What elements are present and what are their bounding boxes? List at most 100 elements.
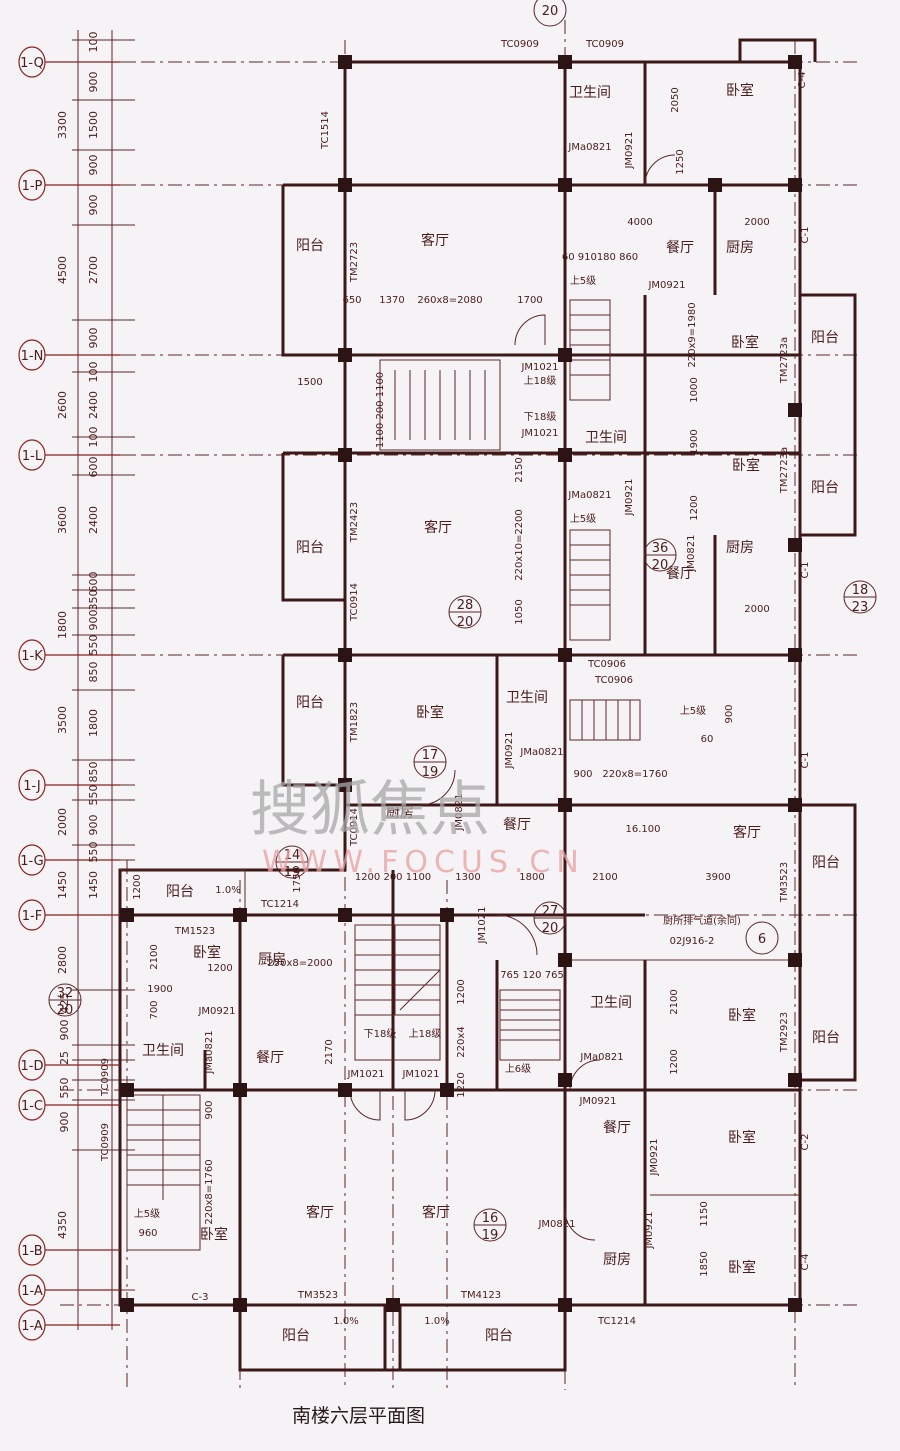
annotation-label: 厨所排气道(余同) [663,914,741,927]
axis-bubble: 1-A [18,1309,120,1341]
axis-bubble: 1-B [18,1234,120,1266]
room-label: 卧室 [200,1226,228,1243]
column [440,908,454,922]
annotation-label: JM0921 [644,1211,655,1249]
inner-dimension: 600 [87,572,100,593]
room-label: 客厅 [422,1204,450,1221]
inner-dimension: 900 [87,328,100,349]
annotation-label: JM1021 [520,428,558,439]
annotation-label: C-3 [192,1292,209,1303]
annotation-label: TC0909 [100,1058,111,1097]
annotation-label: 下18级 [364,1028,397,1040]
annotation-label: JM0921 [504,731,515,769]
annotation-label: 1700 [517,295,542,306]
annotation-label: JM0921 [197,1006,235,1017]
axis-label: 1-F [22,909,42,924]
room-label: 卧室 [728,1129,756,1146]
column [558,448,572,462]
inner-dimension: 100 [87,427,100,448]
column [788,1073,802,1087]
inner-dimension: 2700 [87,256,100,284]
annotation-label: 1.0% [424,1316,449,1327]
annotation-label: JM0821 [454,793,465,831]
axis-label: 1-C [21,1099,43,1114]
annotation-label: 02J916-2 [670,936,715,947]
room-label: 餐厅 [666,566,694,582]
room-label: 阳台 [166,884,194,900]
axis-label: 1-J [23,779,41,794]
outer-dimension: 4350 [56,1211,69,1239]
annotation-label: 650 [342,295,361,306]
annotation-label: 上18级 [524,375,557,387]
axis-bubble: 1-Q [18,46,120,78]
column [233,1298,247,1312]
callout-sheet-number: 19 [422,765,439,780]
watermark-url: WWW.FOCUS.CN [262,845,585,880]
column [120,1298,134,1312]
axis-label: 1-P [22,179,43,194]
annotation-label: 1900 [689,429,700,454]
annotation-label: JMa0821 [579,1052,623,1063]
inner-dimension: 25 [58,1051,71,1065]
annotation-label: C-2 [800,1134,811,1151]
annotation-label: 上5级 [570,513,596,525]
column [558,1073,572,1087]
column [788,55,802,69]
inner-dimension: 1450 [87,871,100,899]
column [558,178,572,192]
inner-dimension: 100 [87,32,100,53]
annotation-label: JM1021 [401,1069,439,1080]
outer-dimension: 2000 [56,808,69,836]
inner-dimension: 850 [87,762,100,783]
annotation-label: 1.0% [333,1316,358,1327]
annotation-label: TM1523 [174,926,215,937]
room-label: 厨房 [603,1252,631,1268]
annotation-label: 上6级 [505,1063,531,1075]
annotation-label: TM2723a [779,447,790,494]
inner-dimension: 550 [87,785,100,806]
annotation-label: JM0921 [624,478,635,516]
outer-dimension: 1800 [56,611,69,639]
room-label: 阳台 [296,695,324,711]
axis-label: 1-D [21,1059,44,1074]
inner-dimension: 2400 [87,506,100,534]
annotation-label: 2100 [669,989,680,1014]
outer-dimension: 3300 [56,111,69,139]
room-label: 阳台 [485,1328,513,1344]
column [788,403,802,417]
annotation-label: 960 [138,1228,157,1239]
annotation-label: 220x10=2200 [514,509,525,581]
room-label: 阳台 [811,480,839,496]
inner-dimension: 900 [58,1020,71,1041]
axis-bubble: 1-G [18,844,120,876]
annotation-label: 上5级 [570,275,596,287]
column [788,1298,802,1312]
annotation-label: TM2723a [779,337,790,384]
annotation-label: 1850 [699,1251,710,1276]
axis-bubbles: 1-Q1-P1-N1-L1-K1-J1-G1-F1-D1-C1-B1-A1-A [18,46,120,1341]
room-label: 卫生间 [142,1043,184,1059]
annotation-label: JMa0821 [567,490,611,501]
inner-dimension: 900 [87,72,100,93]
column [338,348,352,362]
annotation-label: 1200 [669,1049,680,1074]
annotation-label: JMa0821 [204,1030,215,1074]
annotation-label: 1150 [699,1201,710,1226]
inner-dimension: 550 [87,842,100,863]
outer-dimension: 3600 [56,506,69,534]
annotation-label: 1220 [456,1072,467,1097]
column [338,648,352,662]
annotation-label: C-1 [800,752,811,769]
axis-bubble: 1-P [18,169,120,201]
plan-title: 南楼六层平面图 [292,1405,425,1427]
room-label: 卧室 [728,1259,756,1276]
column [338,448,352,462]
callout-sheet-number: 19 [482,1228,499,1243]
annotation-label: JMa0821 [567,142,611,153]
annotation-label: TC0909 [500,39,539,50]
annotation-label: 2100 [592,872,617,883]
column [788,648,802,662]
